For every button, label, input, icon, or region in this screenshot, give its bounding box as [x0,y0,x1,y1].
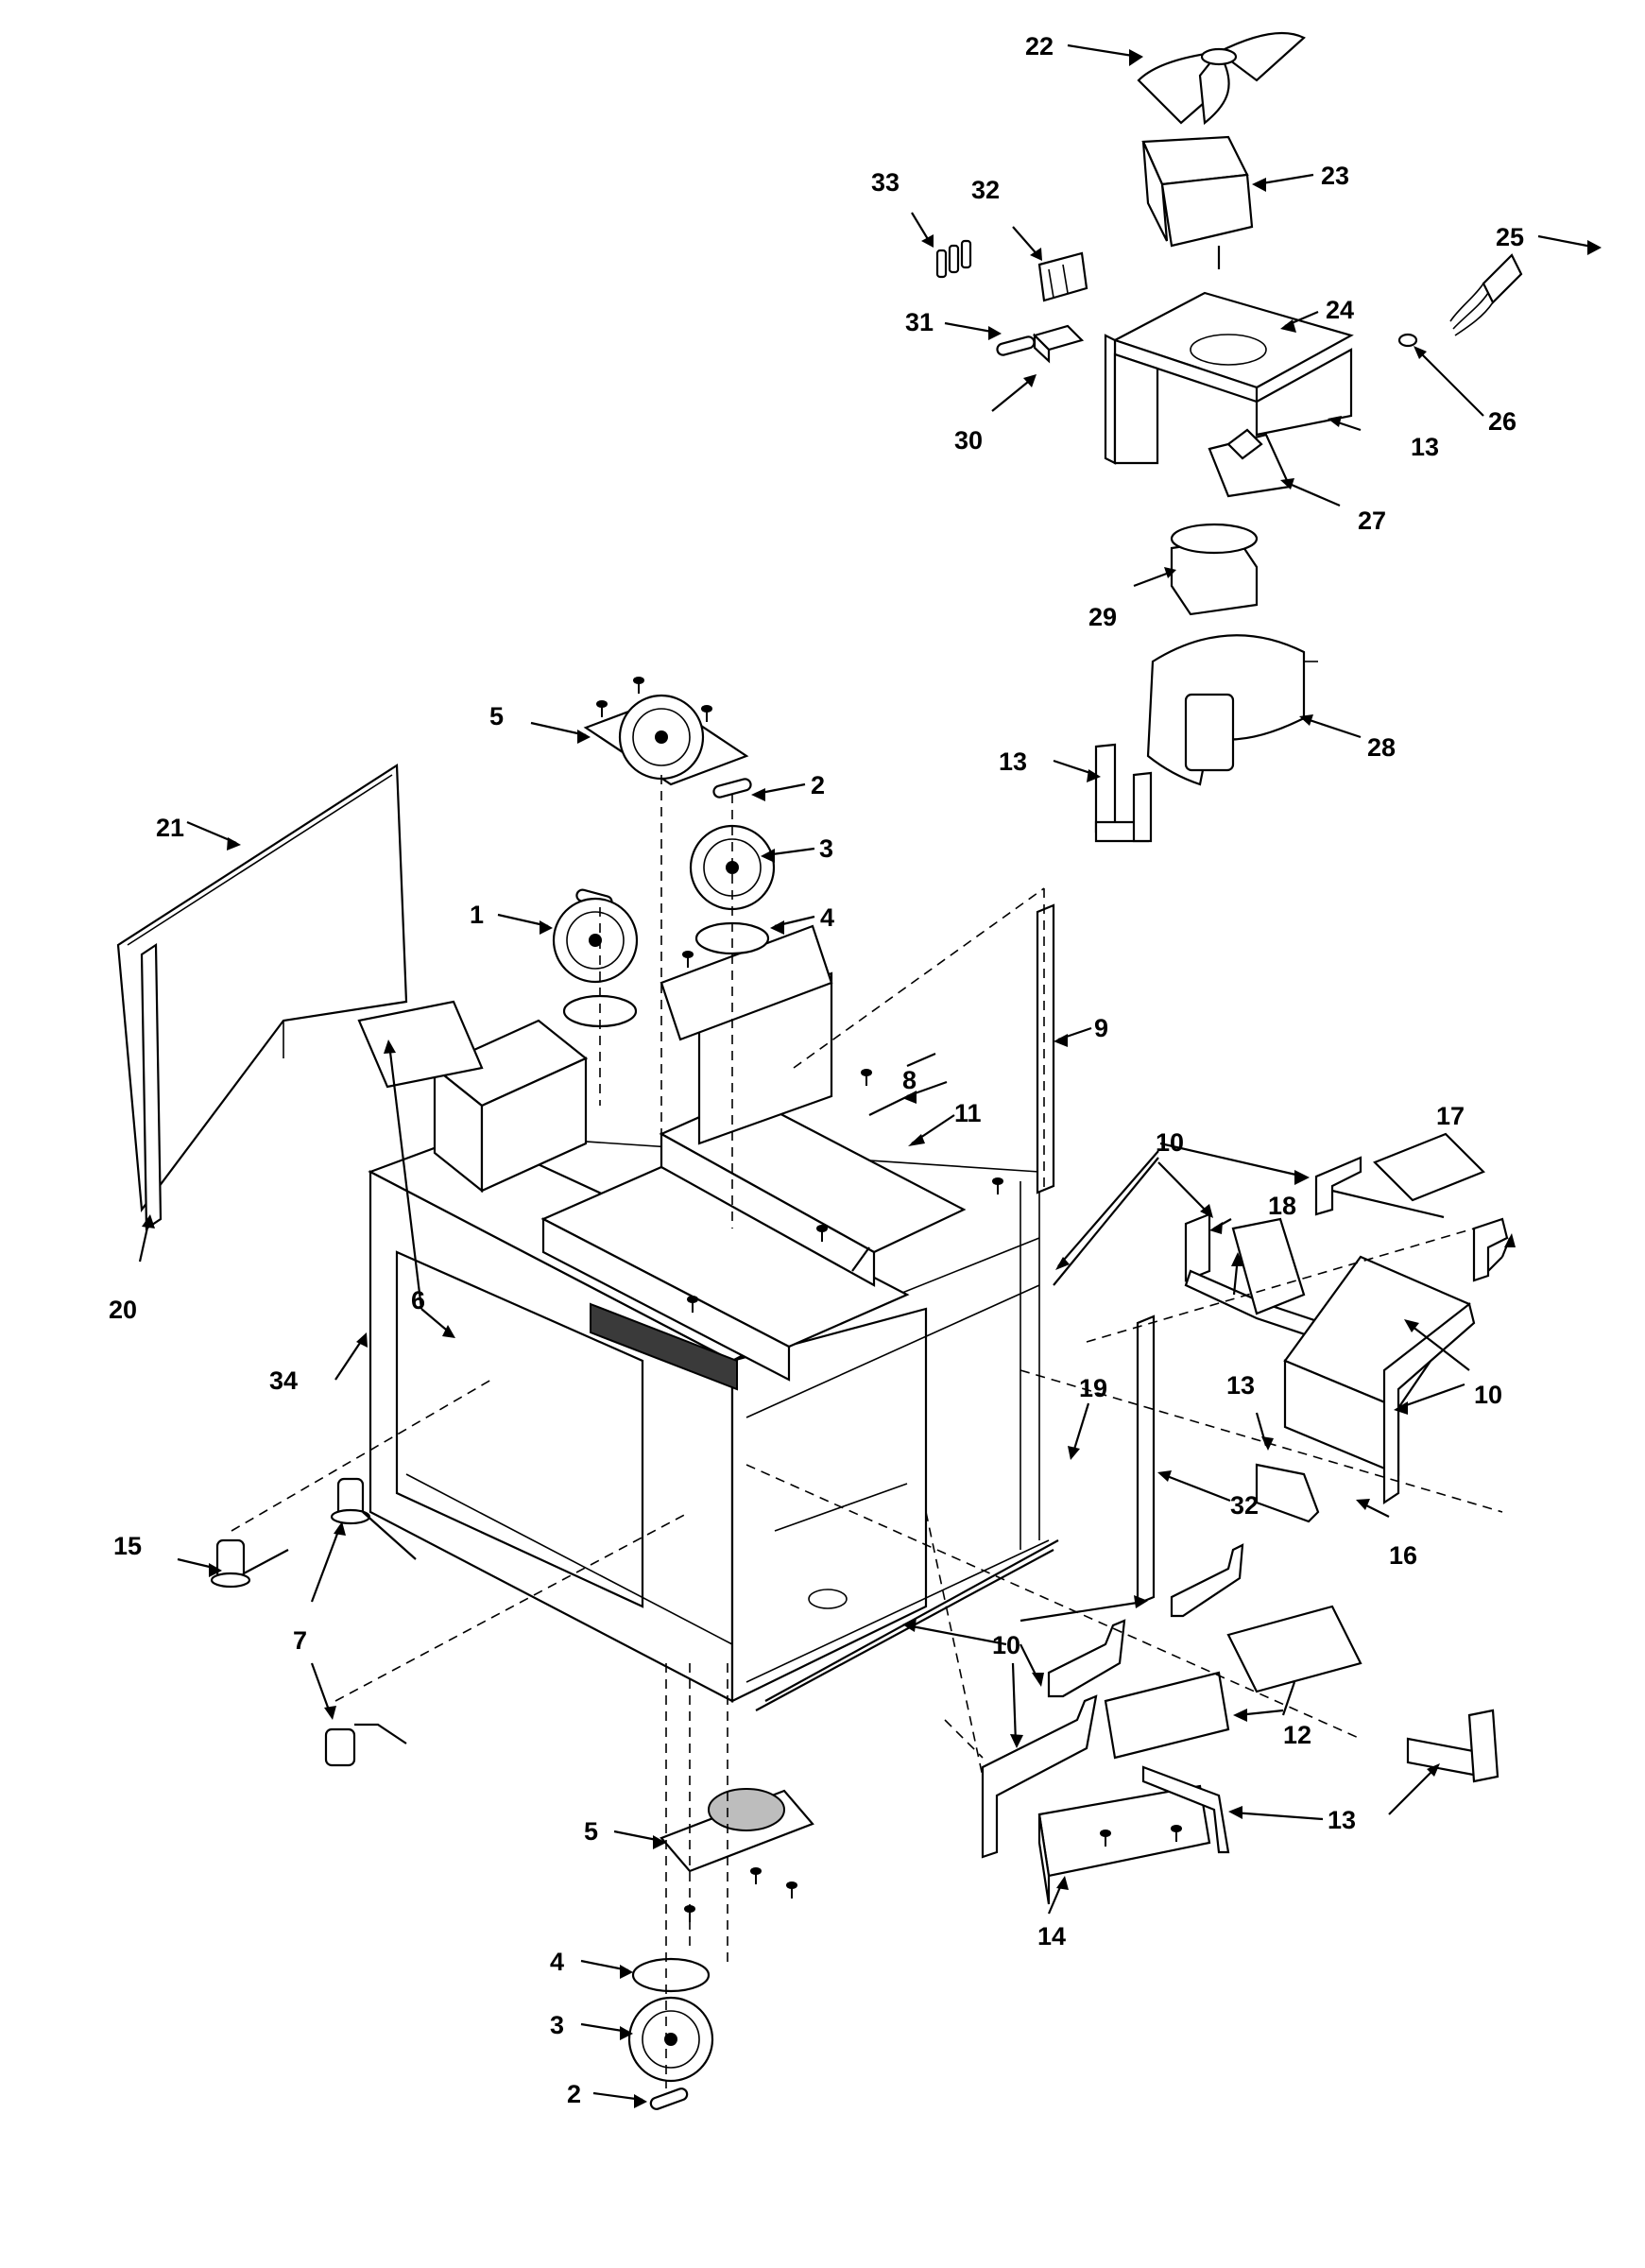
callout-13-cup: 13 [999,747,1027,776]
callout-19: 19 [1079,1374,1107,1402]
side-panel [116,764,408,1231]
callout-3-bottom: 3 [550,2011,564,2039]
callout-34: 34 [269,1366,298,1395]
callout-4-bottom: 4 [550,1948,564,1976]
callout-10-c: 10 [992,1631,1020,1659]
callout-32-mid: 32 [1230,1491,1259,1520]
callout-2-top: 2 [811,771,825,799]
callout-5-top: 5 [489,702,504,730]
left-components [210,1379,691,1767]
right-duct-assembly [1184,1132,1509,1523]
callout-10-b: 10 [1474,1381,1502,1409]
callout-30: 30 [954,426,983,455]
callout-32-top: 32 [971,176,1000,204]
callout-24: 24 [1326,296,1354,324]
callout-4-top: 4 [820,903,834,932]
callout-28: 28 [1367,733,1396,762]
lower-right-brackets [745,1228,1503,1905]
callout-17: 17 [1436,1102,1465,1130]
callout-labels: 22 23 25 33 32 31 24 26 30 13 27 29 28 1… [109,32,1524,2108]
callout-10-a: 10 [1156,1128,1184,1157]
callout-1: 1 [470,901,484,929]
callout-13-top: 13 [1411,433,1439,461]
callout-5-bottom: 5 [584,1817,598,1846]
top-electrical-boxes [357,924,967,1391]
callout-7: 7 [293,1626,307,1655]
small-parts-cluster [935,239,1523,460]
leader-lines [138,43,1602,2108]
callout-21: 21 [156,814,184,842]
callout-9: 9 [1094,1014,1108,1042]
callout-12: 12 [1283,1721,1311,1749]
callout-23: 23 [1321,162,1349,190]
callout-16: 16 [1389,1541,1417,1570]
callout-25: 25 [1496,223,1524,251]
callout-26: 26 [1488,407,1516,436]
top-stirrer-assembly [552,676,776,1228]
callout-8: 8 [902,1066,917,1094]
callout-18: 18 [1268,1192,1296,1220]
callout-31: 31 [905,308,934,336]
callout-14: 14 [1037,1922,1066,1950]
callout-3-top: 3 [819,834,833,863]
callout-6: 6 [411,1286,425,1314]
callout-13-mid: 13 [1226,1371,1255,1400]
callout-2-bottom: 2 [567,2080,581,2108]
vertical-bars [793,887,1156,1606]
fan-motor-assembly [1094,31,1354,843]
callout-29: 29 [1088,603,1117,631]
callout-11: 11 [954,1099,982,1127]
callout-13-bottom: 13 [1328,1806,1356,1834]
callout-15: 15 [113,1532,142,1560]
callout-27: 27 [1358,507,1386,535]
callout-22: 22 [1025,32,1054,60]
bottom-stirrer-assembly [627,1663,814,2110]
callout-33: 33 [871,168,900,197]
callout-20: 20 [109,1296,137,1324]
